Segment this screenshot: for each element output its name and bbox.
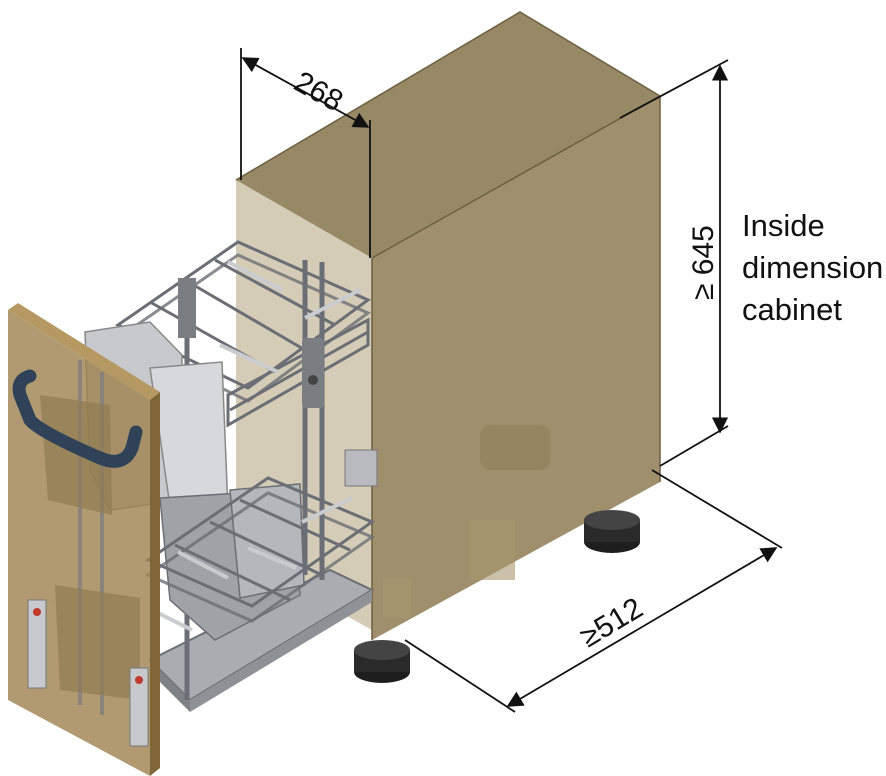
front-door	[8, 303, 160, 776]
inside-dimension-note: Inside dimension cabinet	[742, 208, 883, 327]
door-fixing-bottom	[129, 667, 149, 747]
door-fixing-top	[27, 599, 47, 689]
cabinet-top-panel	[236, 12, 660, 258]
note-line-2: dimension	[742, 250, 883, 285]
mounting-bracket-small	[178, 278, 196, 338]
note-line-3: cabinet	[742, 292, 842, 327]
mounting-bracket	[302, 338, 324, 408]
height-label: ≥ 645	[687, 225, 720, 300]
note-line-1: Inside	[742, 208, 825, 243]
lower-basket-bars	[151, 496, 353, 632]
cabinet-label-plate	[470, 520, 515, 580]
lower-wire-basket	[144, 476, 376, 623]
cabinet-front-panel	[372, 96, 660, 640]
upper-basket-bars	[219, 260, 361, 374]
door-handle	[12, 369, 143, 468]
cabinet-label-plate-small	[383, 578, 411, 618]
pullout-unit	[84, 240, 378, 712]
cabinet-ghost-detail	[480, 425, 550, 470]
dimension-height: ≥ 645	[619, 59, 729, 467]
